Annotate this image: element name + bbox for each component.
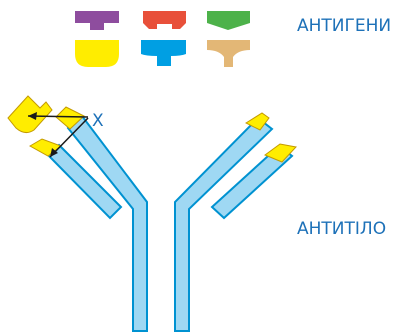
antigen-purple [75, 11, 119, 30]
arrowhead-upper [28, 112, 37, 120]
antigen-yellow [75, 40, 119, 67]
antigens-label: АНТИГЕНИ [297, 16, 391, 36]
x-label: X [92, 111, 104, 131]
heavy-chain-left [66, 114, 148, 332]
marker-line-upper [27, 115, 89, 118]
bound-antigen [7, 95, 53, 134]
arrowhead-lower [50, 148, 58, 157]
x-marker: X [27, 111, 104, 158]
marker-line-lower [49, 117, 89, 158]
antibody-label: АНТИТІЛО [297, 219, 386, 239]
heavy-chain-right [174, 116, 274, 332]
antigen-tan [207, 40, 250, 67]
binding-site-right-light [263, 143, 297, 163]
antigen-set [75, 11, 250, 67]
antigen-blue [141, 40, 186, 66]
binding-site-left-heavy [55, 106, 85, 130]
antibody [7, 95, 297, 332]
antigen-red [143, 11, 186, 29]
antigen-green [207, 11, 250, 30]
binding-site-right-heavy [244, 112, 270, 131]
